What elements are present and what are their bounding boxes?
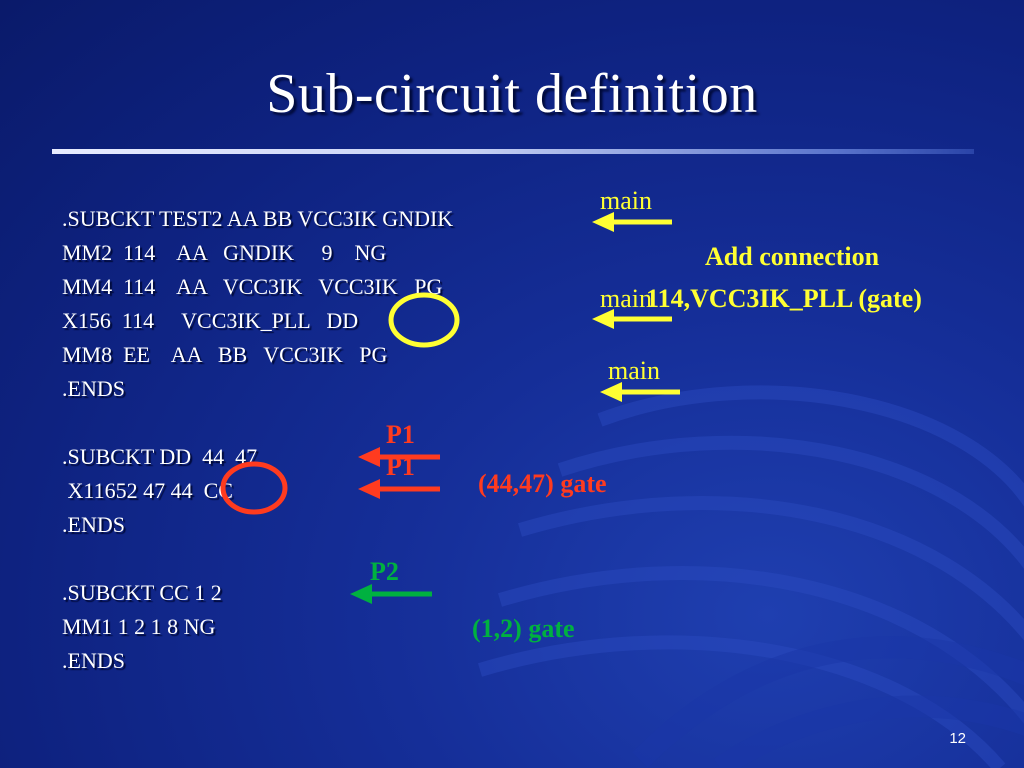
main-label: main bbox=[600, 186, 652, 215]
title-underline bbox=[52, 149, 974, 154]
code-line: .ENDS bbox=[62, 376, 125, 401]
add-connection-detail: 114,VCC3IK_PLL (gate) bbox=[646, 284, 922, 313]
add-connection-label: Add connection bbox=[705, 242, 880, 271]
code-line: MM8 EE AA BB VCC3IK PG bbox=[62, 342, 388, 367]
code-line: .ENDS bbox=[62, 512, 125, 537]
p1-label: P1 bbox=[386, 420, 415, 449]
code-line: MM4 114 AA VCC3IK VCC3IK PG bbox=[62, 274, 443, 299]
code-line: .SUBCKT DD 44 47 bbox=[62, 444, 258, 469]
gate-44-47-label: (44,47) gate bbox=[478, 469, 607, 498]
code-line: .SUBCKT CC 1 2 bbox=[62, 580, 222, 605]
main-label: main bbox=[608, 356, 660, 385]
code-line: .SUBCKT TEST2 AA BB VCC3IK GNDIK bbox=[62, 206, 454, 231]
code-line: X156 114 VCC3IK_PLL DD bbox=[62, 308, 359, 333]
slide-title: Sub-circuit definition bbox=[266, 63, 758, 125]
main-label: main bbox=[600, 284, 652, 313]
code-line: .ENDS bbox=[62, 648, 125, 673]
code-line: MM1 1 2 1 8 NG bbox=[62, 614, 216, 639]
p2-label: P2 bbox=[370, 557, 399, 586]
code-line: MM2 114 AA GNDIK 9 NG bbox=[62, 240, 387, 265]
gate-1-2-label: (1,2) gate bbox=[472, 614, 575, 643]
page-number: 12 bbox=[949, 730, 966, 747]
p1-label: P1 bbox=[386, 452, 415, 481]
code-line: X11652 47 44 CC bbox=[62, 478, 233, 503]
